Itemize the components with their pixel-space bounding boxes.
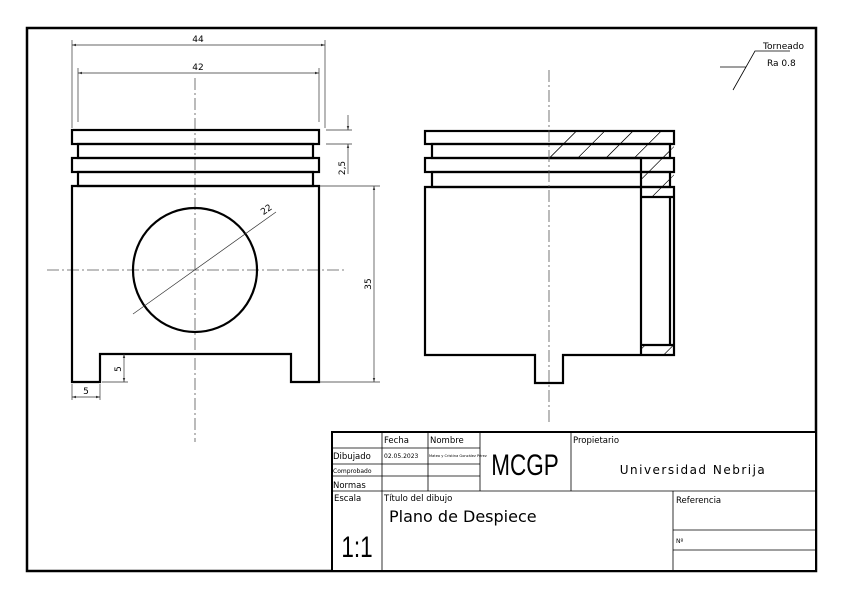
pin-hole [131,206,259,334]
dim-pin-hole-diameter: 22 [259,203,274,218]
fecha-label: Fecha [384,436,409,446]
dim-notch-width: 5 [83,387,89,397]
dibujado-label: Dibujado [333,452,371,462]
section-inner-wall [549,156,674,355]
titulo-label: Título del dibujo [383,494,452,504]
numero-label: Nº [676,538,683,545]
fecha-value: 02.05.2023 [384,453,419,460]
ring-land-1 [70,128,321,146]
drawing-initials: MCGP [491,448,558,482]
comprobado-label: Comprobado [333,468,372,475]
side-ring-groove-2 [430,170,672,189]
referencia-label: Referencia [676,496,721,506]
dim-height: 35 [364,278,374,289]
finish-process-label: Torneado [762,42,804,52]
dim-outer-diameter: 44 [192,35,204,45]
roughness-triangle-icon [720,50,790,91]
section-view [423,70,676,425]
nombre-label: Nombre [430,436,464,446]
normas-label: Normas [333,481,366,491]
roughness-value: Ra 0.8 [767,59,796,69]
dim-ring-diameter: 42 [192,63,203,73]
side-skirt [423,185,676,385]
propietario-label: Propietario [573,436,619,446]
dim-groove-pitch: 2,5 [338,161,348,175]
ring-groove-1 [76,142,315,160]
ring-groove-2 [76,170,315,188]
escala-label: Escala [334,494,361,504]
drawing-title: Plano de Despiece [389,507,537,526]
propietario-value: Universidad Nebrija [620,463,767,477]
nombre-value: Mateo y Cristina González Pérez [429,454,487,458]
escala-value: 1:1 [341,530,372,564]
title-block: Fecha Nombre Dibujado Comprobado Normas … [331,431,817,572]
ring-land-2 [70,156,321,174]
surface-finish-symbol: Torneado Ra 0.8 [720,42,804,91]
side-ring-land-2 [423,156,676,174]
dim-notch-height: 5 [114,366,124,372]
piston-skirt [70,184,321,384]
front-view: 44 42 2,5 35 22 5 5 [47,35,380,442]
